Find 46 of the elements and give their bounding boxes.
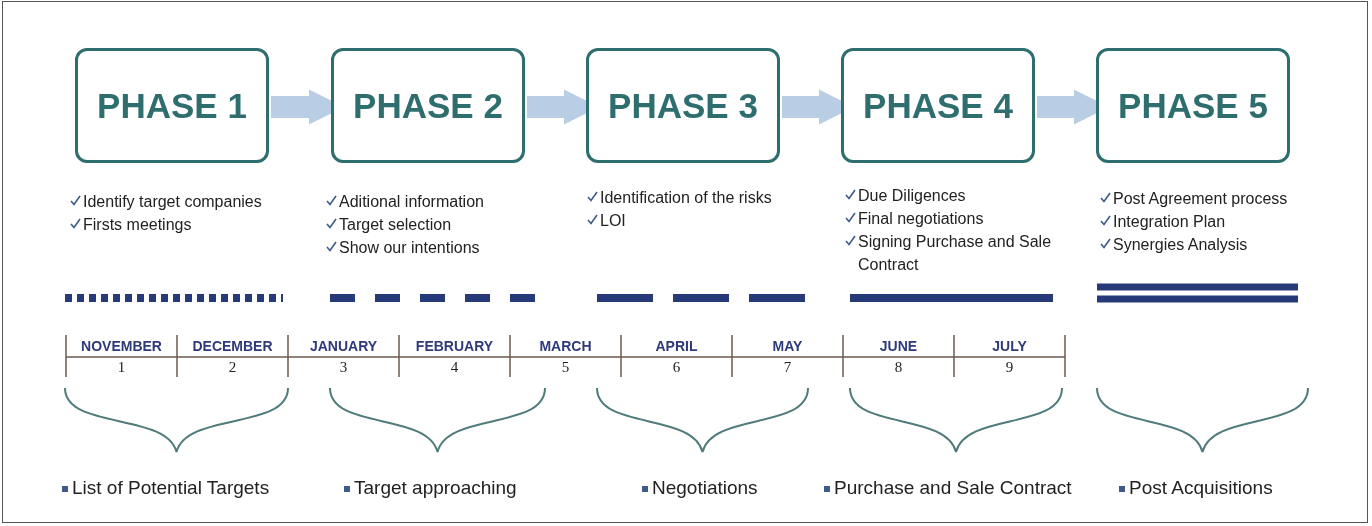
month-label: NOVEMBER [80, 338, 163, 354]
checklist-item: LOI [600, 211, 626, 231]
phase-title: PHASE 1 [97, 85, 247, 126]
checklist-item: Post Agreement process [1113, 189, 1288, 209]
month-label: DECEMBER [191, 338, 274, 354]
phase-box [586, 48, 780, 163]
month-number: 1 [116, 359, 127, 376]
checklist-item: Synergies Analysis [1113, 235, 1248, 255]
phase-box [331, 48, 525, 163]
month-number: 5 [560, 359, 571, 376]
month-label: JULY [991, 338, 1028, 354]
checklist-item: Firsts meetings [83, 215, 192, 235]
checklist-item: Identification of the risks [600, 188, 772, 208]
phase-box [75, 48, 269, 163]
phase-title: PHASE 5 [1118, 85, 1268, 126]
stage-label: Purchase and Sale Contract [834, 477, 1072, 499]
checklist-item: Show our intentions [339, 238, 480, 258]
month-label: MARCH [538, 338, 593, 354]
checklist-item: Integration Plan [1113, 212, 1226, 232]
month-number: 6 [671, 359, 682, 376]
checklist-item: Target selection [339, 215, 452, 235]
phase-title: PHASE 3 [608, 85, 758, 126]
stage-label: Negotiations [652, 477, 758, 499]
month-label: JUNE [878, 338, 919, 354]
checklist-item: Identify target companies [83, 192, 262, 212]
month-label: FEBRUARY [414, 338, 495, 354]
month-number: 7 [782, 359, 793, 376]
stage-label: Target approaching [354, 477, 517, 499]
month-number: 2 [227, 359, 238, 376]
month-label: APRIL [654, 338, 699, 354]
month-label: MAY [771, 338, 804, 354]
checklist-item: Aditional information [339, 192, 484, 212]
phase-box [1096, 48, 1290, 163]
stage-label: Post Acquisitions [1129, 477, 1273, 499]
phase-box [841, 48, 1035, 163]
checklist-item: Final negotiations [858, 209, 984, 229]
month-number: 4 [449, 359, 460, 376]
phase-title: PHASE 2 [353, 85, 503, 126]
stage-label: List of Potential Targets [72, 477, 270, 499]
month-number: 9 [1004, 359, 1015, 376]
month-number: 3 [338, 359, 349, 376]
month-number: 8 [893, 359, 904, 376]
checklist-item: Due Diligences [858, 186, 966, 206]
checklist-item: Signing Purchase and Sale Contract [858, 232, 1053, 275]
month-label: JANUARY [308, 338, 379, 354]
phase-title: PHASE 4 [863, 85, 1013, 126]
